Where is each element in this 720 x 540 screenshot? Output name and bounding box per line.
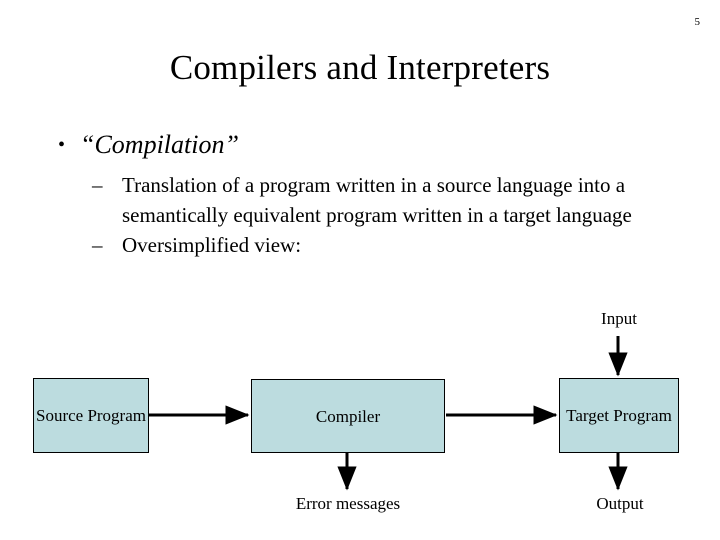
label-output: Output	[596, 494, 644, 513]
node-source-program[interactable]: Source Program	[33, 378, 149, 453]
node-source-program-label: Source Program	[35, 406, 146, 425]
slide-number: 5	[694, 16, 701, 28]
node-compiler-label: Compiler	[315, 406, 381, 426]
node-target-program-label: Target Program	[566, 406, 672, 425]
node-compiler[interactable]: Compiler	[251, 379, 445, 453]
bullet-level2-label: Translation of a program written in a so…	[122, 173, 632, 227]
page-title: Compilers and Interpreters	[169, 48, 551, 87]
dash-marker-icon: –	[92, 233, 103, 257]
bullet-level1-label: “Compilation”	[80, 130, 239, 159]
bullet-marker-icon: •	[58, 134, 66, 156]
label-input: Input	[601, 309, 637, 328]
node-target-program[interactable]: Target Program	[559, 378, 679, 453]
dash-marker-icon: –	[92, 173, 103, 197]
label-error-messages: Error messages	[295, 494, 401, 513]
bullet-list: • “Compilation” – Translation of a progr…	[48, 128, 668, 260]
bullet-level1: • “Compilation”	[48, 128, 668, 162]
bullet-level2-translation: – Translation of a program written in a …	[48, 170, 668, 230]
bullet-level2-oversimplified: – Oversimplified view:	[48, 230, 668, 260]
bullet-level2-label: Oversimplified view:	[122, 233, 302, 257]
